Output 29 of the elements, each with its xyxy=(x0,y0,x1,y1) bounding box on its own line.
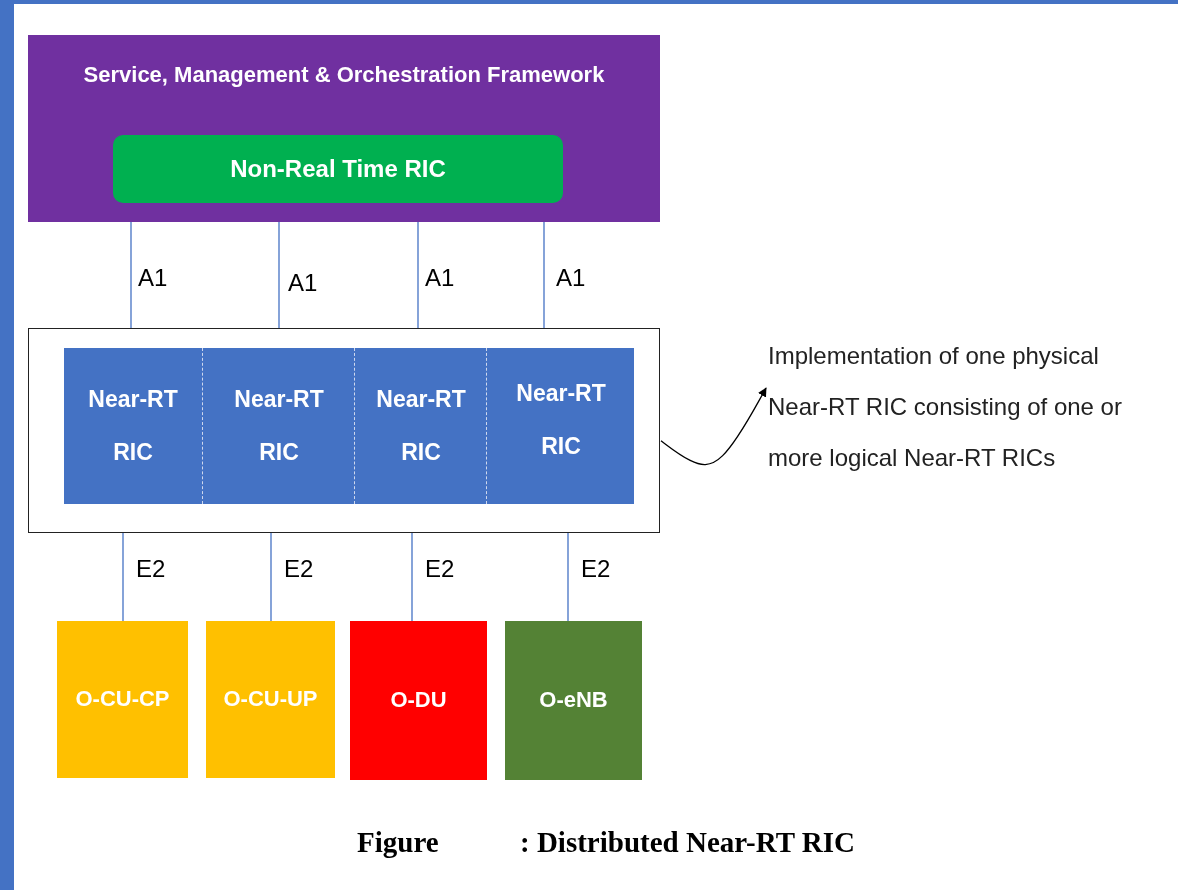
node-label: Non-Real Time RIC xyxy=(229,154,447,185)
connector xyxy=(411,532,413,622)
node-label: Service, Management & Orchestration Framework xyxy=(82,60,606,89)
caption-text: : Distributed Near-RT RIC xyxy=(520,826,855,859)
connector xyxy=(122,532,124,622)
connector xyxy=(270,532,272,622)
function-box xyxy=(202,348,354,504)
node-label: O-CU-UP xyxy=(222,685,319,714)
node-box xyxy=(57,621,188,778)
node-label: O-CU-CP xyxy=(74,685,171,714)
annotation-text: Implementation of one physical Near-RT RIC consisting of one or more logical Near-RT RICs xyxy=(768,330,1153,483)
caption-text: Figure xyxy=(357,826,439,859)
node-box xyxy=(505,621,642,780)
function-box xyxy=(486,348,634,504)
node-label: Near-RT RIC xyxy=(375,385,467,467)
framework-band xyxy=(28,35,660,222)
connector xyxy=(660,387,767,466)
node-box xyxy=(350,621,487,780)
connector xyxy=(567,532,569,622)
node-label: Near-RT RIC xyxy=(233,385,325,467)
node-label: O-DU xyxy=(389,686,448,715)
node-label: Near-RT RIC xyxy=(87,385,179,467)
function-box xyxy=(354,348,486,504)
node-box xyxy=(206,621,335,778)
function-box xyxy=(113,135,563,203)
node-label: O-eNB xyxy=(538,686,609,715)
container-box xyxy=(28,328,660,533)
function-box xyxy=(64,348,202,504)
node-label: Near-RT RIC xyxy=(515,379,607,461)
